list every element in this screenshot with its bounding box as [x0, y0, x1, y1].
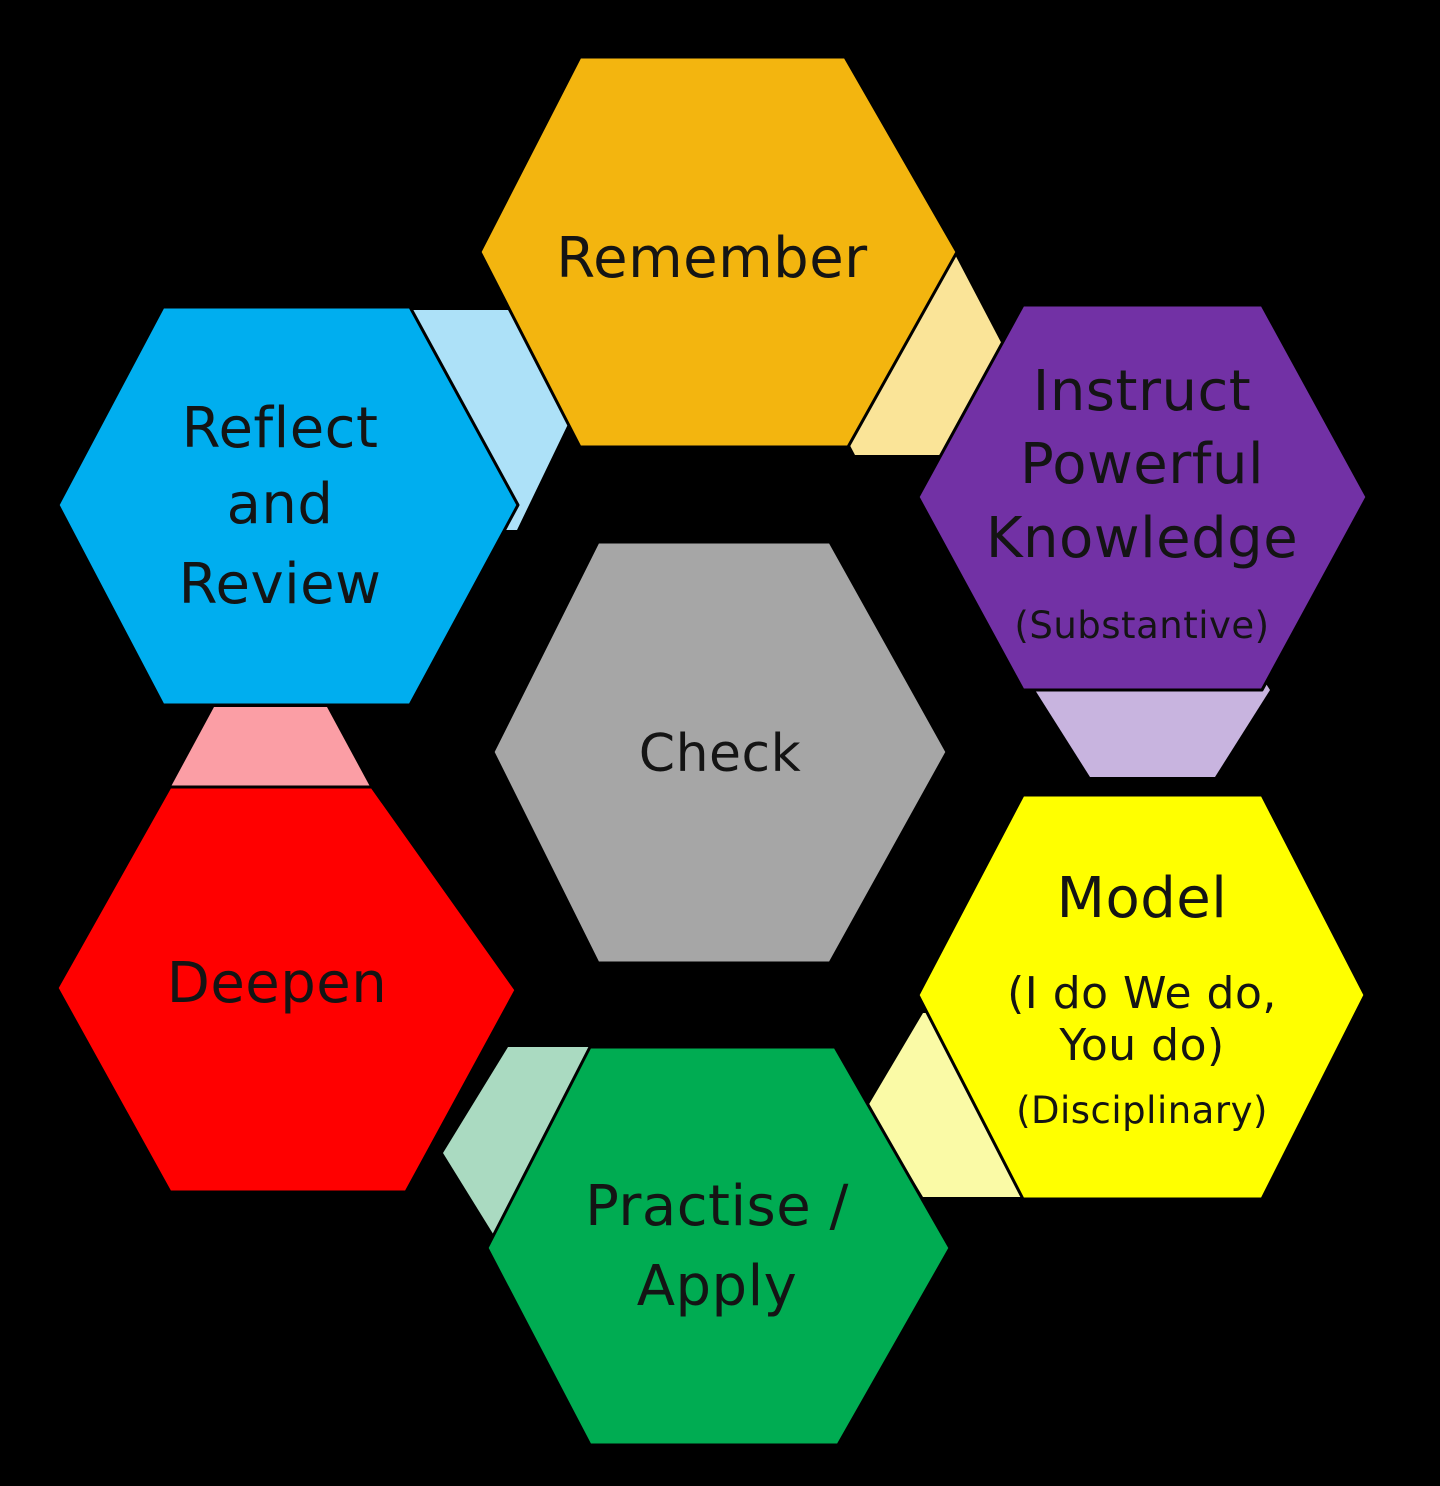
hexagon-reflect-and-review-label-line-1: Reflect: [182, 396, 379, 461]
hexagon-remember-label-line-1: Remember: [556, 226, 868, 291]
hexagon-model-label-line-1: Model: [1057, 866, 1228, 931]
hexagon-reflect-and-review-label-line-2: and: [227, 472, 334, 537]
hexagon-check-label-line-1: Check: [639, 724, 801, 784]
hexagon-reflect-and-review: [56, 305, 520, 707]
hexagon-reflect-and-review-label-line-3: Review: [179, 552, 382, 617]
hexagon-instruct-powerful-knowledge-label-line-1: Instruct: [1033, 359, 1251, 424]
hexagon-deepen-label-line-1: Deepen: [167, 951, 388, 1016]
hexagon-instruct-powerful-knowledge-label-line-3: Knowledge: [986, 506, 1298, 571]
hexagon-model: [916, 793, 1367, 1201]
hexagon-deepen: [55, 785, 518, 1194]
hexagon-instruct-powerful-knowledge: [916, 303, 1369, 692]
hexagon-instruct-powerful-knowledge-label-line-4: (Substantive): [1014, 604, 1269, 647]
hexagon-remember: [478, 55, 959, 449]
hexagon-instruct-powerful-knowledge-label-line-2: Powerful: [1020, 432, 1264, 497]
hexagon-model-label-line-2: (I do We do,: [1007, 968, 1277, 1019]
hexagon-model-label-line-3: You do): [1058, 1020, 1224, 1071]
main-hexagon-layer: [55, 55, 1369, 1447]
hexagon-check: [491, 540, 949, 965]
hexagon-practise-apply-label-line-1: Practise /: [585, 1174, 849, 1239]
hexagon-practise-apply-label-line-2: Apply: [637, 1254, 798, 1319]
hexagon-model-label-line-4: (Disciplinary): [1016, 1089, 1268, 1132]
hexagon-practise-apply: [485, 1045, 952, 1447]
